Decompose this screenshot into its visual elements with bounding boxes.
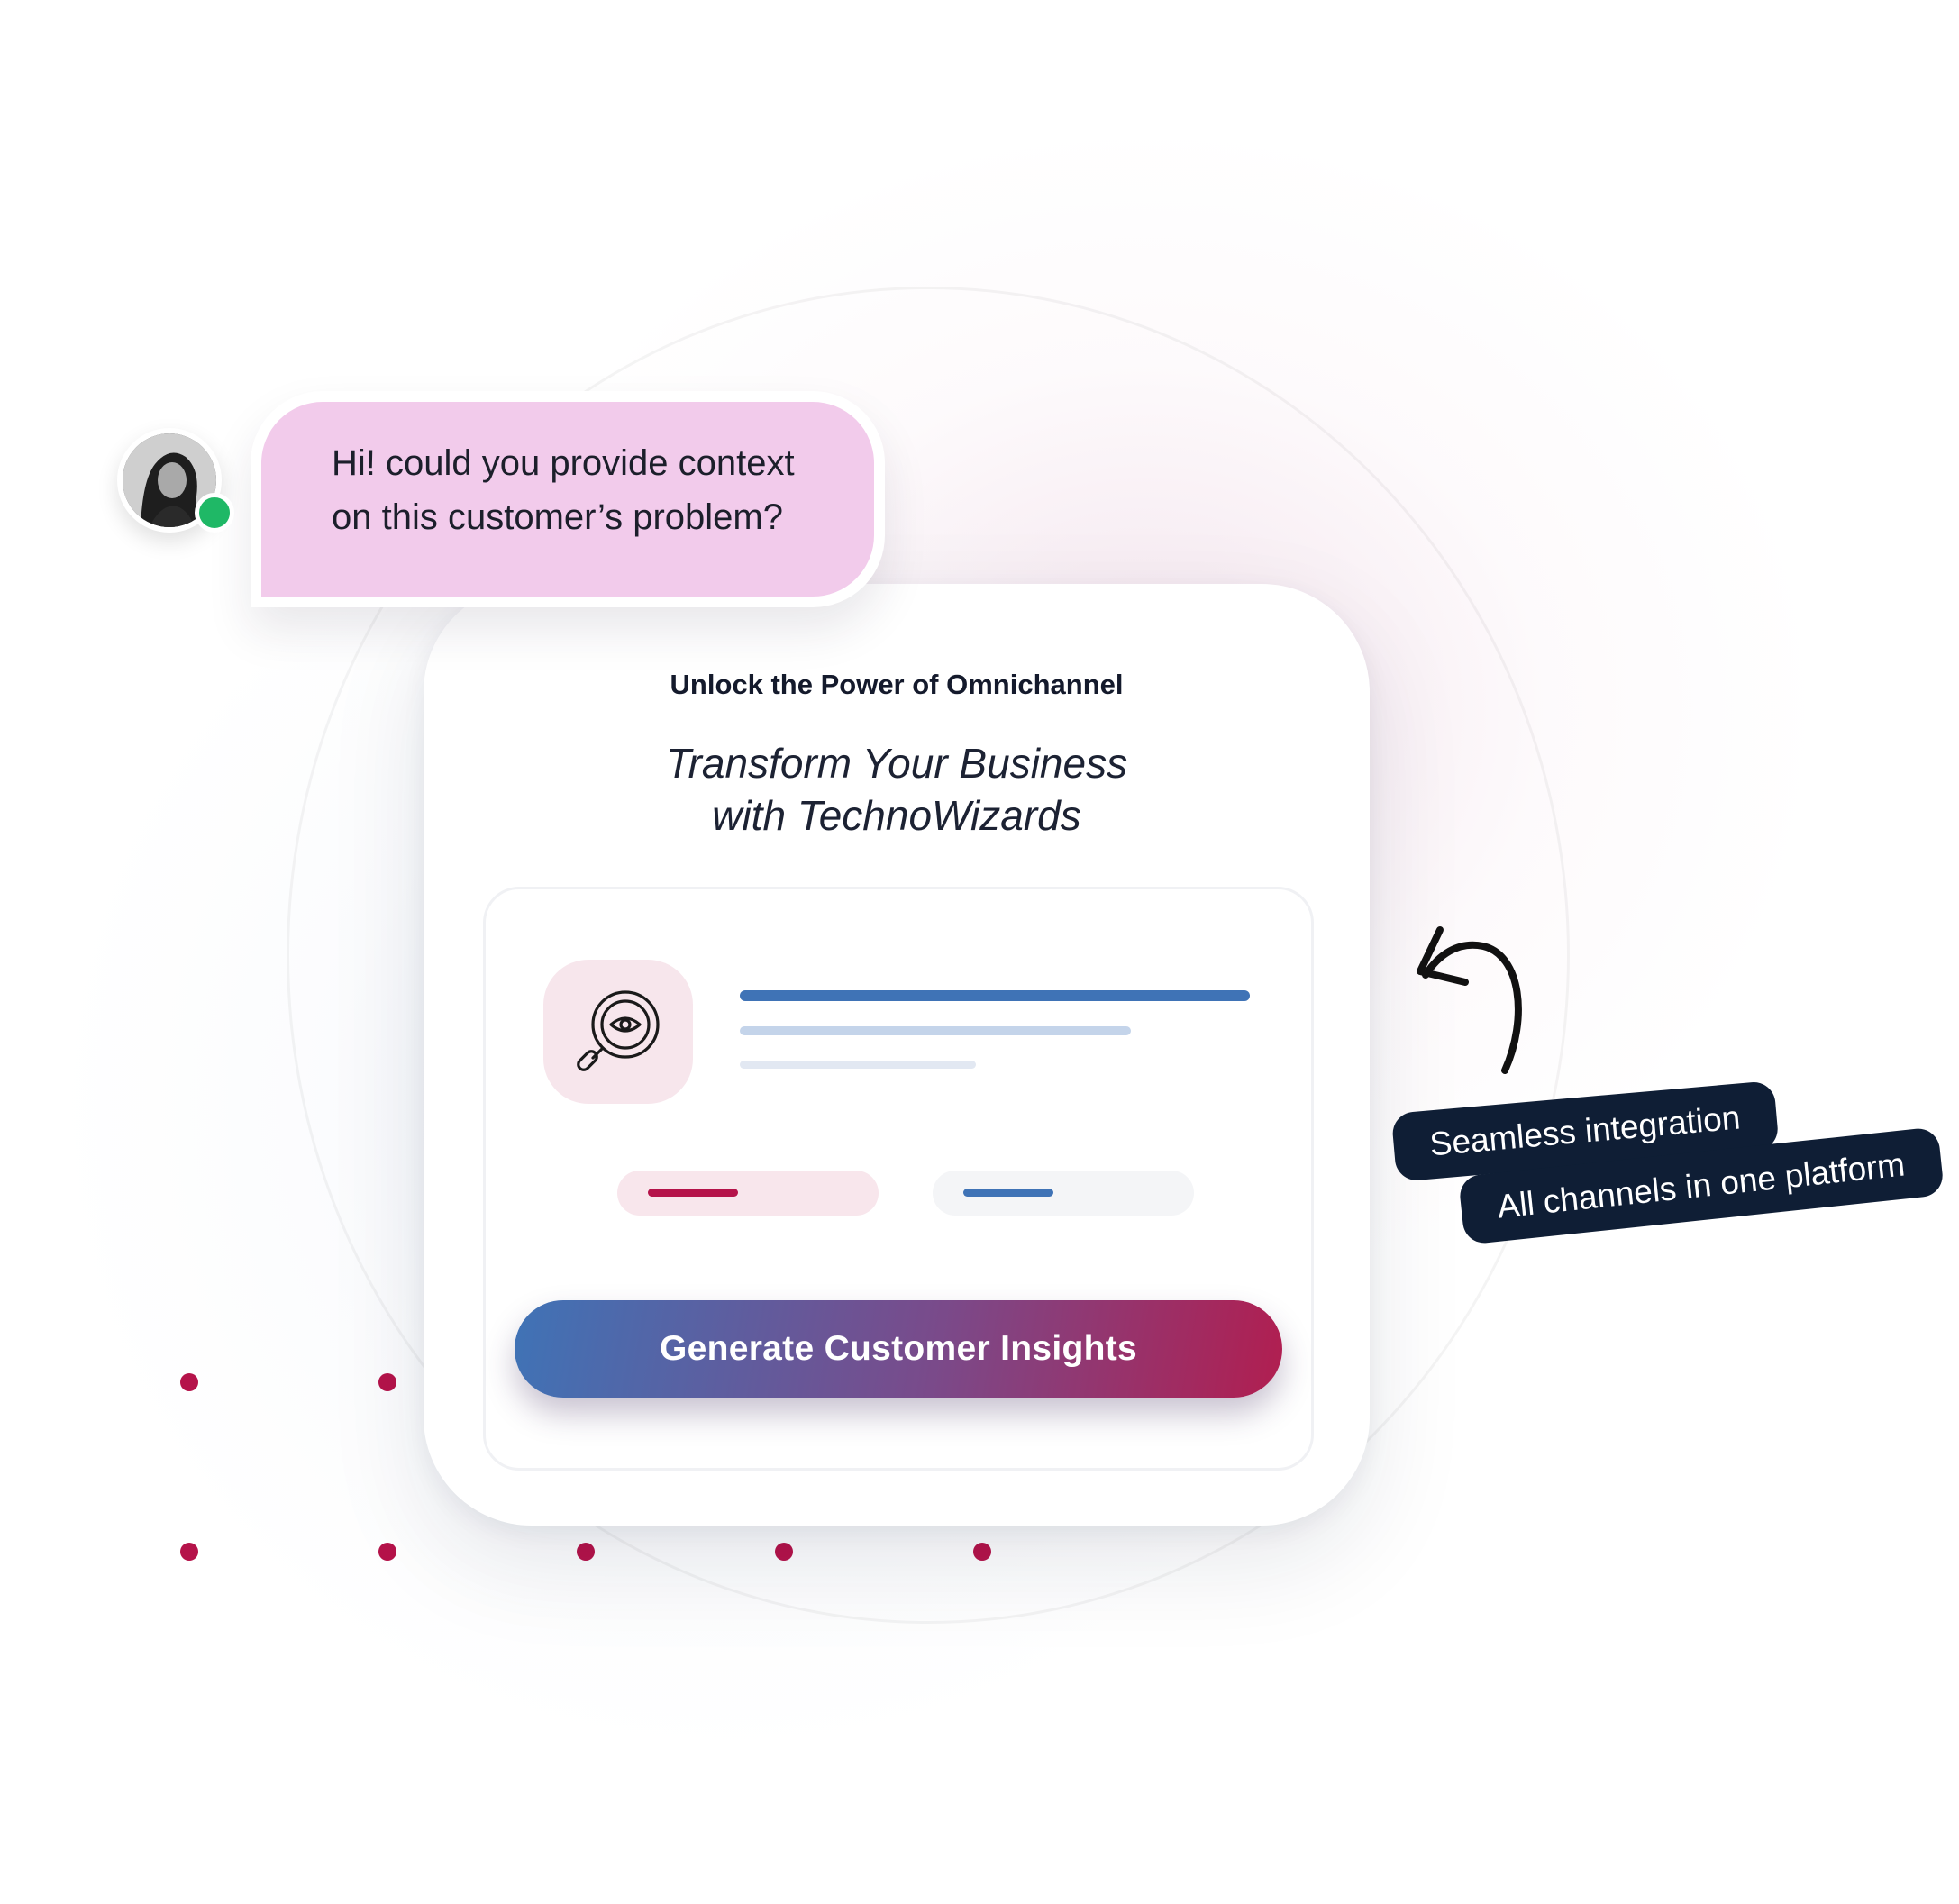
card-heading: Transform Your Business with TechnoWizar… [424, 737, 1370, 842]
decor-dot [180, 1373, 198, 1391]
card-eyebrow: Unlock the Power of Omnichannel [670, 669, 1124, 700]
skeleton-pill-pink-fill [648, 1189, 738, 1197]
decor-dot [378, 1373, 396, 1391]
omnichannel-card: Unlock the Power of Omnichannel Transfor… [424, 584, 1370, 1526]
chat-bubble: Hi! could you provide context on this cu… [251, 391, 885, 607]
skeleton-pill-grey-fill [963, 1189, 1053, 1197]
generate-insights-button[interactable]: Generate Customer Insights [515, 1300, 1282, 1398]
decor-dot [180, 1543, 198, 1561]
skeleton-line-2 [740, 1026, 1131, 1035]
curved-arrow-icon [1417, 926, 1522, 1074]
insight-panel: Generate Customer Insights [483, 887, 1314, 1471]
card-heading-line-1: Transform Your Business [665, 740, 1128, 787]
decor-dot [775, 1543, 793, 1561]
skeleton-pill-pink [617, 1171, 879, 1216]
skeleton-pill-grey [933, 1171, 1194, 1216]
skeleton-line-3 [740, 1061, 976, 1069]
avatar-photo [123, 433, 216, 527]
background-ring [287, 287, 1570, 1624]
card-heading-line-2: with TechnoWizards [712, 792, 1081, 839]
insight-icon-tile [543, 960, 693, 1104]
avatar [117, 428, 234, 533]
decor-dot [973, 1543, 991, 1561]
decor-dot [577, 1543, 595, 1561]
decor-dot [378, 1543, 396, 1561]
skeleton-line-1 [740, 990, 1250, 1001]
chat-message: Hi! could you provide context on this cu… [332, 443, 795, 537]
person-silhouette-icon [123, 433, 216, 527]
online-status-dot [195, 493, 234, 533]
magnifier-eye-icon [577, 990, 660, 1071]
